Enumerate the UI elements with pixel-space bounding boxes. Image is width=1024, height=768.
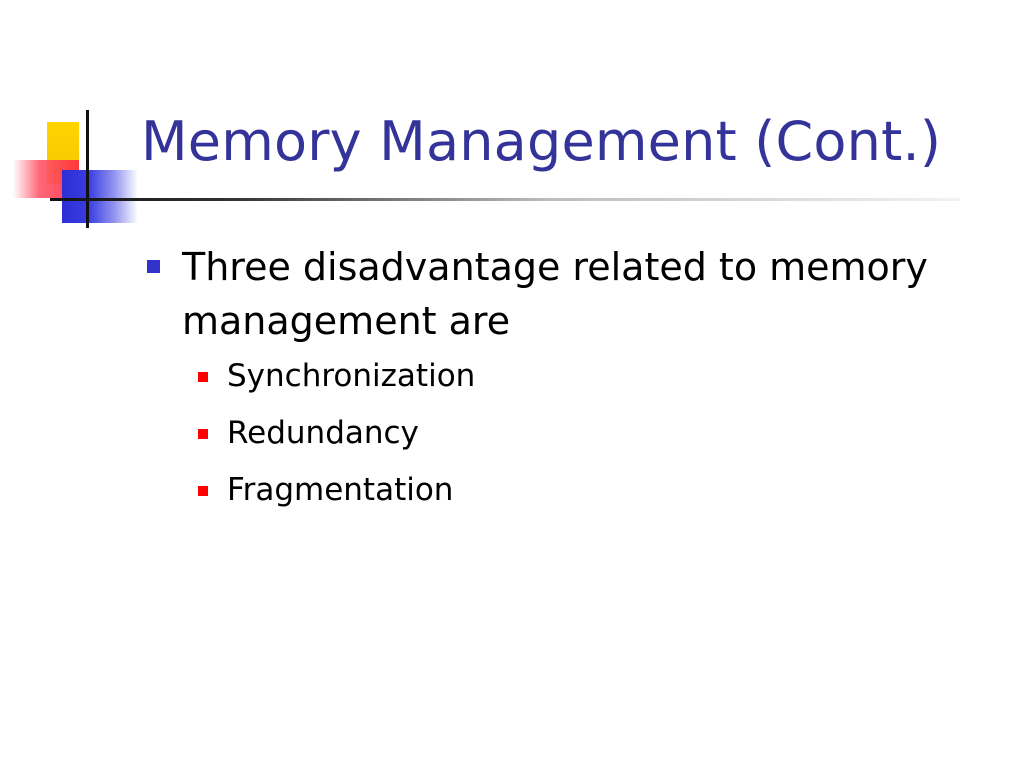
bullet-list: Three disadvantage related to memory man…: [147, 240, 977, 521]
sub-bullet-item: Synchronization: [198, 350, 977, 407]
sub-bullet-text: Redundancy: [227, 415, 419, 451]
sub-bullet-item: Fragmentation: [198, 464, 977, 521]
sub-bullet-item: Redundancy: [198, 407, 977, 464]
slide-logo-decoration: [0, 0, 150, 240]
square-bullet-icon: [198, 486, 208, 496]
sub-bullet-text: Synchronization: [227, 358, 476, 394]
square-bullet-icon: [198, 429, 208, 439]
vertical-line-decoration: [86, 110, 89, 228]
title-underline: [50, 198, 960, 201]
sub-bullet-list: Synchronization Redundancy Fragmentation: [198, 350, 977, 521]
bullet-text: Three disadvantage related to memory man…: [182, 245, 928, 343]
square-bullet-icon: [198, 372, 208, 382]
square-bullet-icon: [147, 260, 160, 273]
slide-title: Memory Management (Cont.): [141, 110, 942, 173]
sub-bullet-text: Fragmentation: [227, 472, 454, 508]
blue-square-decoration: [62, 170, 138, 223]
bullet-item: Three disadvantage related to memory man…: [147, 240, 977, 348]
